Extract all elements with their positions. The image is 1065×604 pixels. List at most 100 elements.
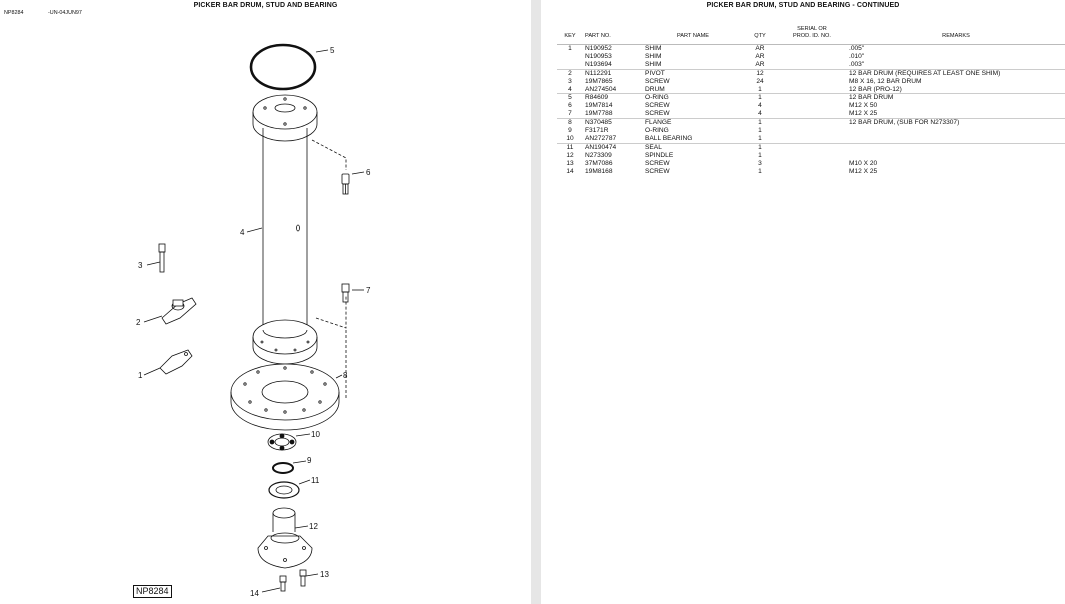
callout-14: 14	[250, 589, 259, 598]
cell-remarks: M12 X 25	[849, 110, 878, 118]
callout-1: 1	[138, 371, 143, 380]
cell-qty: AR	[755, 60, 765, 68]
cell-part-name: SCREW	[645, 110, 670, 118]
cell-part-name: SCREW	[645, 167, 670, 175]
callout-7: 7	[366, 286, 371, 295]
cell-qty: 1	[758, 151, 762, 159]
figure-id: NP8284	[4, 10, 24, 16]
cell-key: 2	[557, 68, 583, 78]
cell-serial	[777, 110, 847, 118]
cell-part-no: 19M7814	[585, 102, 613, 110]
callout-6: 6	[366, 168, 371, 177]
callout-12: 12	[309, 522, 318, 531]
col-part-no: PART NO.	[583, 26, 643, 45]
cell-key	[557, 61, 583, 69]
cell-part-no: 19M7788	[585, 110, 613, 118]
page-title: PICKER BAR DRUM, STUD AND BEARING	[193, 2, 338, 9]
cell-qty: 4	[758, 102, 762, 110]
cell-remarks: 12 BAR (PRO-12)	[849, 85, 902, 93]
cell-part-name: BALL BEARING	[645, 134, 693, 142]
cell-remarks: .005"	[847, 43, 1065, 53]
table-row: N193694 SHIM AR .003"	[557, 61, 1065, 69]
table-row: 12 N273309 SPINDLE 1	[557, 152, 1065, 160]
cell-part-name: SHIM	[643, 43, 743, 53]
part-ball-bearing-10	[267, 433, 297, 451]
part-screw-6	[341, 173, 350, 195]
cell-serial	[777, 160, 847, 168]
cell-part-no: AN272787	[585, 134, 617, 142]
part-spindle-12	[257, 507, 313, 569]
cell-key: 11	[557, 142, 583, 152]
figure-date: -UN-04JUN97	[48, 10, 82, 16]
cell-serial	[777, 53, 847, 61]
cell-remarks: M10 X 20	[849, 159, 878, 167]
cell-remarks: 12 BAR DRUM (REQUIRES AT LEAST ONE SHIM)	[847, 68, 1065, 78]
part-drum-4	[252, 94, 318, 365]
cell-part-no: N273309	[585, 151, 612, 159]
cell-remarks: 12 BAR DRUM	[847, 93, 1065, 103]
cell-remarks	[847, 142, 1065, 152]
col-serial: SERIAL OR PROD. ID. NO.	[777, 26, 847, 45]
cell-part-name: O-RING	[645, 127, 669, 135]
callout-11: 11	[311, 476, 320, 485]
cell-key: 13	[566, 159, 574, 167]
part-screw-13	[299, 569, 307, 587]
cell-part-no: N193694	[585, 60, 612, 68]
cell-part-name: DRUM	[645, 85, 665, 93]
cell-serial	[777, 168, 847, 176]
cell-key: 10	[566, 134, 574, 142]
cell-part-name: SEAL	[643, 142, 743, 152]
cell-part-name: SPINDLE	[645, 151, 674, 159]
cell-key: 3	[568, 77, 572, 85]
cell-serial	[777, 142, 847, 152]
cell-key: 9	[568, 127, 572, 135]
cell-qty: 12	[743, 68, 777, 78]
cell-remarks	[847, 152, 1065, 160]
cell-key: 14	[566, 167, 574, 175]
col-serial-line2: PROD. ID. NO.	[793, 33, 831, 39]
cell-qty: 24	[756, 77, 764, 85]
cell-serial	[777, 118, 847, 128]
part-screw-7	[341, 283, 350, 303]
cell-remarks: 12 BAR DRUM, (SUB FOR N273307)	[847, 118, 1065, 128]
callout-3: 3	[138, 261, 143, 270]
cell-qty: AR	[755, 52, 765, 60]
cell-key: 1	[557, 43, 583, 53]
part-screw-3	[158, 243, 166, 273]
cell-remarks: .003"	[849, 60, 865, 68]
cell-key: 12	[566, 151, 574, 159]
cell-key: 4	[568, 85, 572, 93]
part-pivot-2	[161, 297, 197, 325]
cell-remarks	[847, 127, 1065, 135]
cell-part-no: AN274504	[585, 85, 617, 93]
callout-13: 13	[320, 570, 329, 579]
cell-qty: 1	[743, 142, 777, 152]
cell-remarks: M12 X 50	[849, 102, 878, 110]
cell-remarks	[847, 135, 1065, 143]
cell-remarks: M12 X 25	[849, 167, 878, 175]
cell-part-name: SCREW	[645, 102, 670, 110]
cell-key: 7	[568, 110, 572, 118]
figure-label: NP8284	[133, 585, 172, 598]
cell-part-name: SCREW	[645, 77, 670, 85]
col-part-name: PART NAME	[643, 26, 743, 45]
callout-2: 2	[136, 318, 141, 327]
cell-serial	[777, 61, 847, 69]
cell-part-name: PIVOT	[643, 68, 743, 78]
cell-part-no: N190953	[585, 52, 612, 60]
cell-serial	[777, 102, 847, 110]
cell-part-name: SCREW	[645, 159, 670, 167]
cell-serial	[777, 152, 847, 160]
cell-qty: 1	[743, 93, 777, 103]
cell-part-name: SHIM	[645, 60, 662, 68]
cell-serial	[777, 68, 847, 78]
